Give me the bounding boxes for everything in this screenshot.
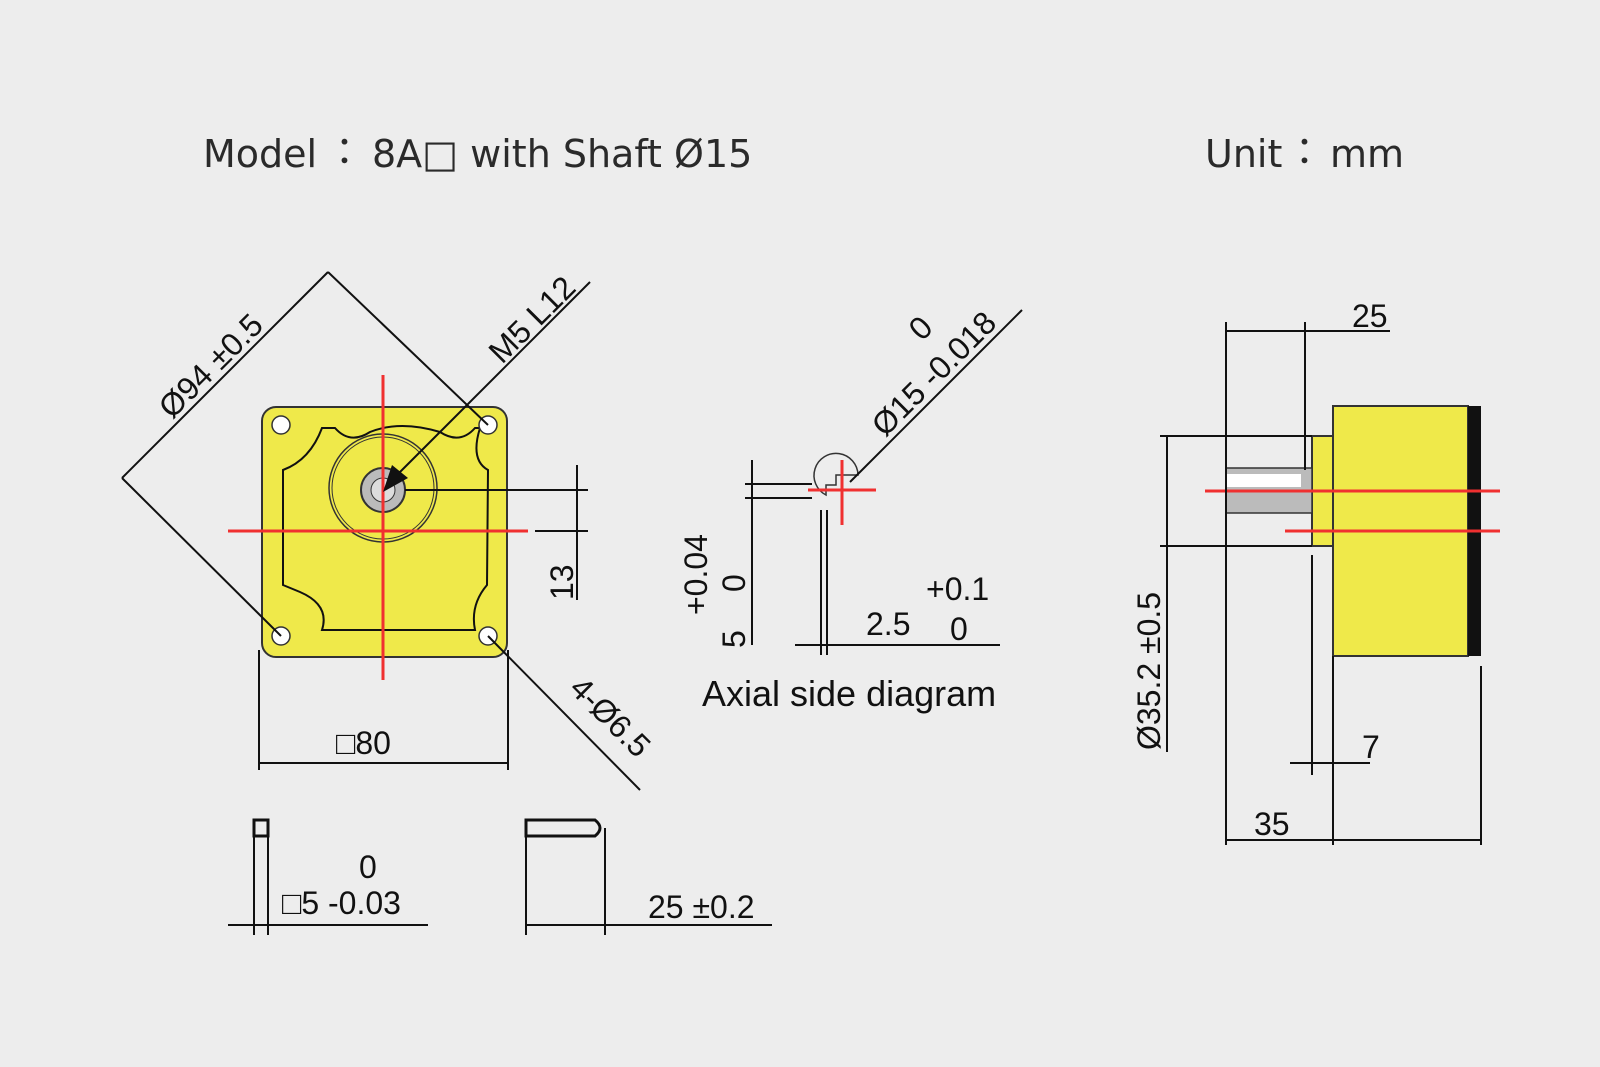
unit-value: mm — [1330, 132, 1404, 176]
tap-label: M5 L12 — [481, 269, 582, 370]
shaft-dia-label: Ø15 -0.018 — [864, 304, 1003, 443]
arrow-head — [383, 465, 408, 492]
shaft-length-label: 25 — [1352, 298, 1388, 334]
key-width-upper: +0.1 — [926, 571, 989, 607]
shaft-section — [813, 452, 859, 497]
tap-leader — [389, 281, 591, 483]
unit-label: Unit — [1205, 132, 1282, 176]
mount-hole — [271, 415, 291, 435]
side-view: 25 Ø35.2 ±0.5 7 35 — [1131, 298, 1500, 845]
key-depth-label: 5 — [716, 630, 752, 648]
square-label: □80 — [336, 725, 391, 761]
key-section-upper: 0 — [359, 849, 377, 885]
axial-caption: Axial side diagram — [702, 673, 996, 714]
pcd-dimension-line — [121, 271, 329, 479]
keyway — [1226, 474, 1301, 487]
key-view: 0 □5 -0.03 25 ±0.2 — [228, 818, 772, 935]
key-width-label: 2.5 — [866, 606, 910, 642]
model-value: 8A□ with Shaft Ø15 — [372, 132, 752, 176]
pilot-length-label: 7 — [1362, 729, 1380, 765]
model-colon: ： — [335, 128, 373, 172]
unit-colon: ： — [1295, 128, 1333, 172]
body-offset-label: 35 — [1254, 806, 1290, 842]
shaft-dia-leader — [849, 309, 1023, 483]
pilot-dia-label: Ø35.2 ±0.5 — [1131, 592, 1167, 750]
key-section-label: □5 -0.03 — [282, 885, 401, 921]
key-width-lower: 0 — [950, 611, 968, 647]
axial-view: Ø15 -0.018 0 +0.04 0 5 2.5 +0.1 0 Axial … — [678, 304, 1023, 714]
key-section — [252, 818, 270, 838]
key-depth-lower: 0 — [716, 574, 752, 592]
holes-label: 4-Ø6.5 — [563, 669, 658, 764]
front-view: Ø94 ±0.5 M5 L12 4-Ø6.5 13 □80 — [121, 269, 658, 791]
key-length-label: 25 ±0.2 — [648, 889, 755, 925]
shaft-dia-upper: 0 — [901, 309, 939, 347]
pcd-label: Ø94 ±0.5 — [151, 307, 269, 425]
model-label: Model — [203, 132, 317, 176]
gear-housing-outline — [282, 425, 490, 631]
extension-line — [327, 271, 489, 426]
offset-label: 13 — [544, 564, 580, 600]
key-depth-upper: +0.04 — [678, 534, 714, 615]
holes-leader — [487, 635, 641, 791]
key-side — [524, 818, 602, 838]
extension-line — [121, 477, 282, 637]
